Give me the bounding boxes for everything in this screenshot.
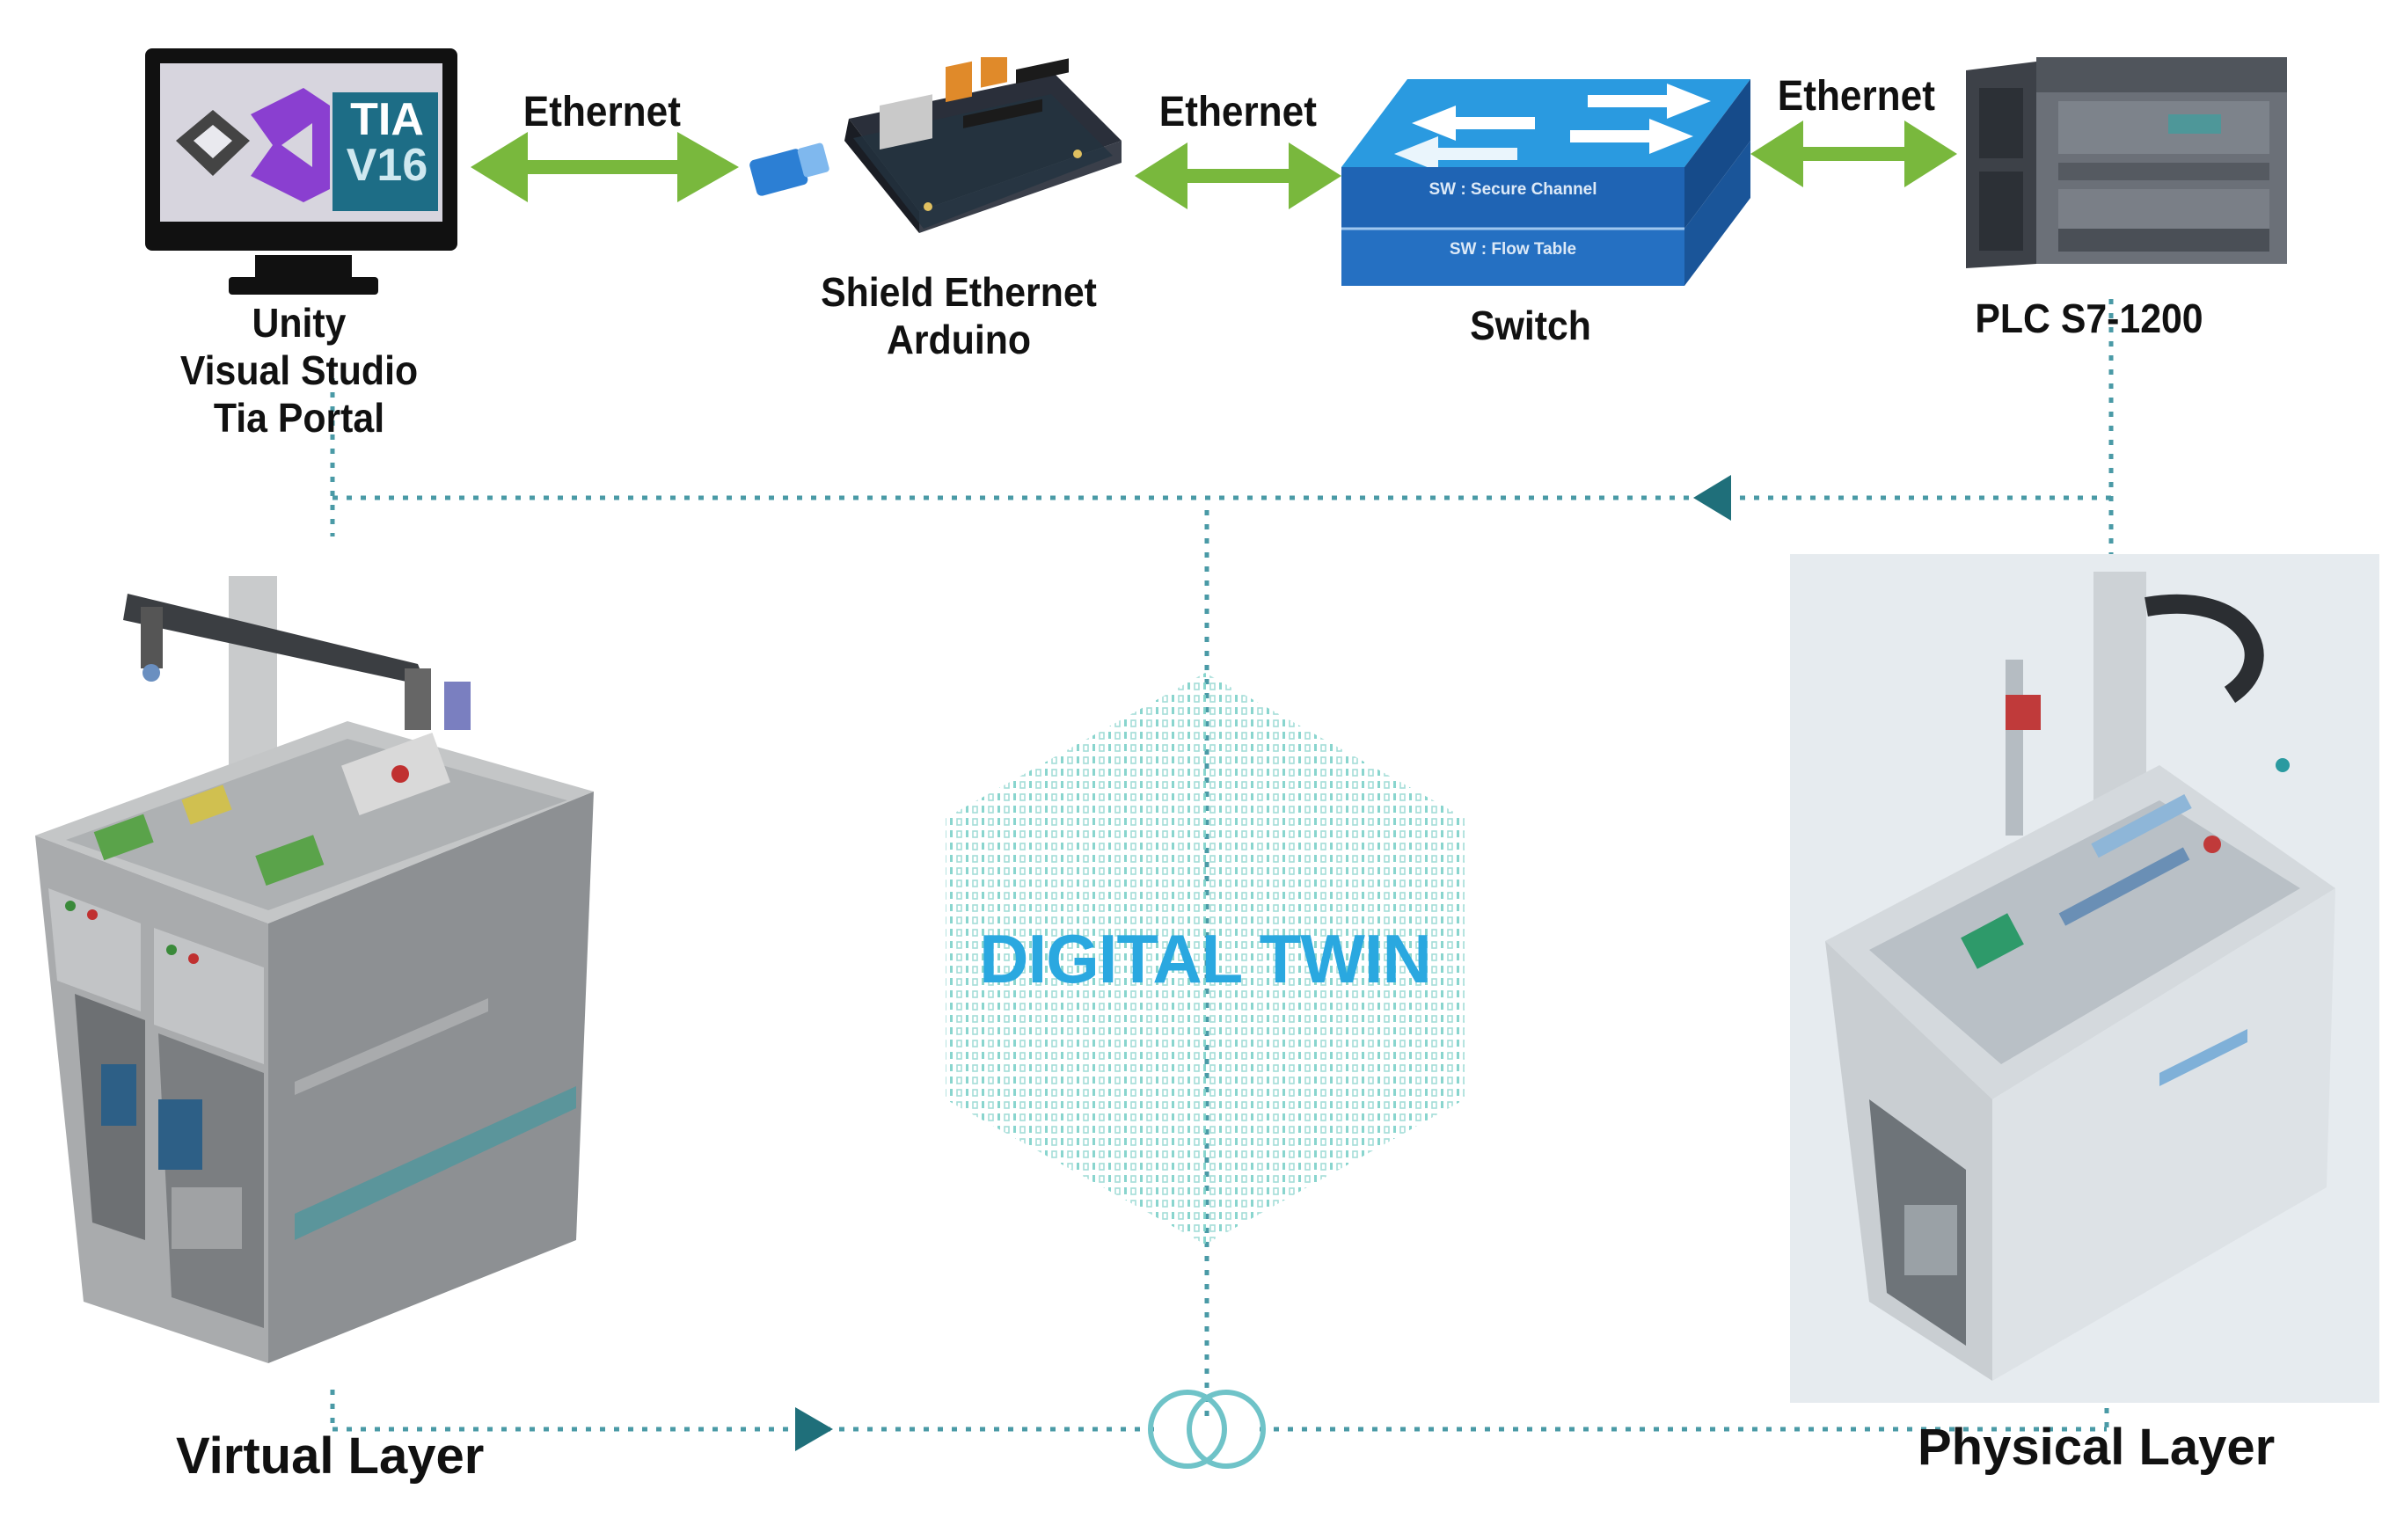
- plc-image: [1966, 57, 2287, 268]
- virtual-layer-label: Virtual Layer: [176, 1427, 485, 1485]
- arrow-head-left: [471, 132, 528, 202]
- switch-tier-top-text: SW : Secure Channel: [1429, 180, 1597, 199]
- binary-cloud-graphic: [946, 673, 1465, 1244]
- physical-layer-label: Physical Layer: [1918, 1419, 2276, 1476]
- switch-image: [1341, 79, 1750, 286]
- label-software: Unity Visual Studio Tia Portal: [179, 300, 419, 441]
- virtual-station-model: [35, 576, 594, 1363]
- arrow-head-left: [1135, 142, 1187, 209]
- arrow-head-left: [1750, 120, 1803, 187]
- label-switch: Switch: [1470, 303, 1591, 348]
- ethernet-plug-icon: [749, 142, 829, 196]
- physical-station-photo: [1790, 554, 2379, 1403]
- dotted-data-loop: [330, 299, 2114, 1432]
- digital-twin-title: DIGITAL TWIN: [979, 920, 1432, 997]
- tia-screen-text: TIA V16: [346, 94, 428, 191]
- ethernet-arrows: [471, 120, 1957, 209]
- sync-rings-icon: [1148, 1390, 1266, 1469]
- ethernet-label-1: Ethernet: [522, 89, 681, 135]
- node-tia-software: TIA V16: [141, 44, 475, 299]
- arduino-shield-image: [749, 57, 1122, 233]
- ethernet-label-3: Ethernet: [1777, 73, 1935, 120]
- switch-arrows-icon: [1394, 84, 1711, 172]
- arrow-head-right: [1904, 120, 1957, 187]
- label-arduino: Shield Ethernet Arduino: [821, 269, 1097, 362]
- monitor-icon: [145, 48, 457, 295]
- switch-tier-bottom-text: SW : Flow Table: [1449, 240, 1577, 259]
- ethernet-label-2: Ethernet: [1158, 89, 1317, 135]
- arrow-head-right: [677, 132, 739, 202]
- arrow-head-right: [1289, 142, 1341, 209]
- flow-arrow-right: [795, 1407, 833, 1451]
- flow-arrow-left: [1693, 475, 1731, 521]
- label-plc: PLC S7-1200: [1975, 296, 2203, 341]
